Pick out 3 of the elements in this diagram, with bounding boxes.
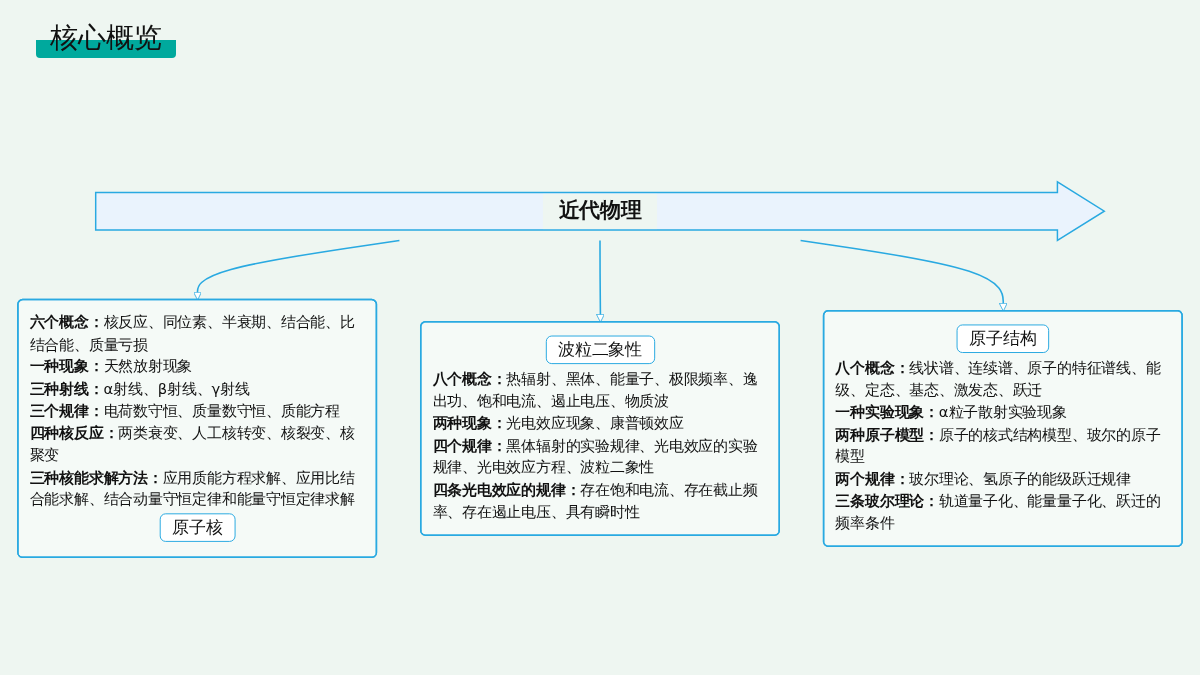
arrow <box>193 239 401 301</box>
arrow <box>799 239 1008 312</box>
arrow <box>596 239 605 323</box>
